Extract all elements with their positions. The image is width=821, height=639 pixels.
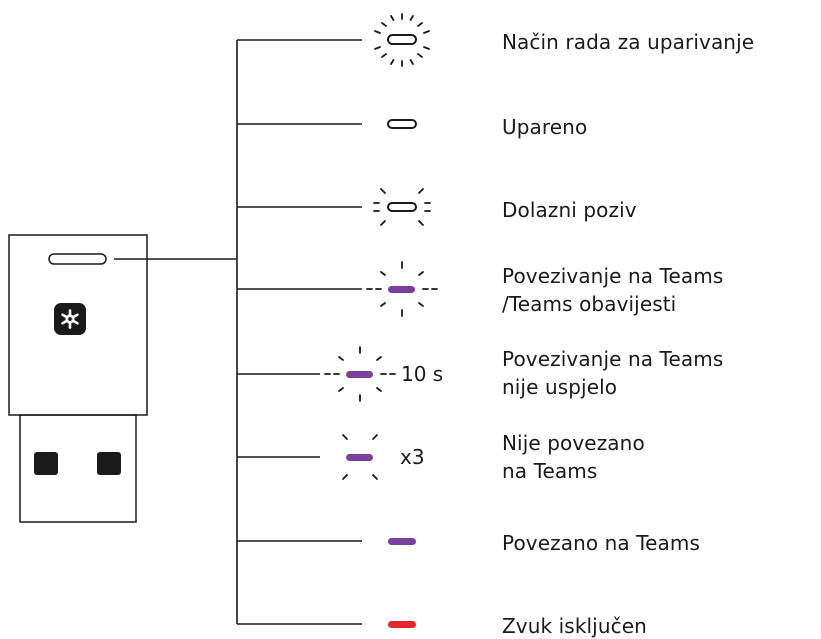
led-teams-connecting-pulse-icon (366, 261, 438, 317)
led-teams-connected-solid-icon (388, 538, 416, 545)
state-label-paired: Upareno (502, 115, 588, 139)
state-label-teams-connected: Povezano na Teams (502, 531, 701, 555)
state-label-teams-not-connected: Nije povezano na Teams (502, 431, 645, 483)
usb-contact-right (97, 452, 121, 475)
teams-logo-icon (54, 303, 86, 335)
led-incoming-call-blink-icon (373, 188, 431, 226)
repeat-annotation: x3 (400, 445, 425, 469)
state-label-muted: Zvuk isključen (502, 614, 647, 638)
state-label-pairing: Način rada za uparivanje (502, 30, 755, 54)
connector-lines (114, 39, 362, 625)
state-label-teams-failed: Povezivanje na Teams nije uspjelo (502, 347, 724, 399)
usb-plug (19, 414, 137, 523)
duration-annotation: 10 s (401, 362, 444, 386)
led-pairing-pulse-icon (374, 13, 430, 67)
receiver-led-slot (48, 253, 107, 265)
led-teams-not-connected-blink-icon (342, 434, 378, 480)
led-muted-solid-icon (388, 621, 416, 628)
usb-receiver (8, 234, 148, 523)
state-label-incoming-call: Dolazni poziv (502, 198, 637, 222)
state-label-teams-connecting: Povezivanje na Teams /Teams obavijesti (502, 264, 724, 316)
led-paired-solid-icon (387, 119, 417, 129)
led-teams-failed-pulse-icon (324, 346, 396, 402)
usb-contact-left (34, 452, 58, 475)
